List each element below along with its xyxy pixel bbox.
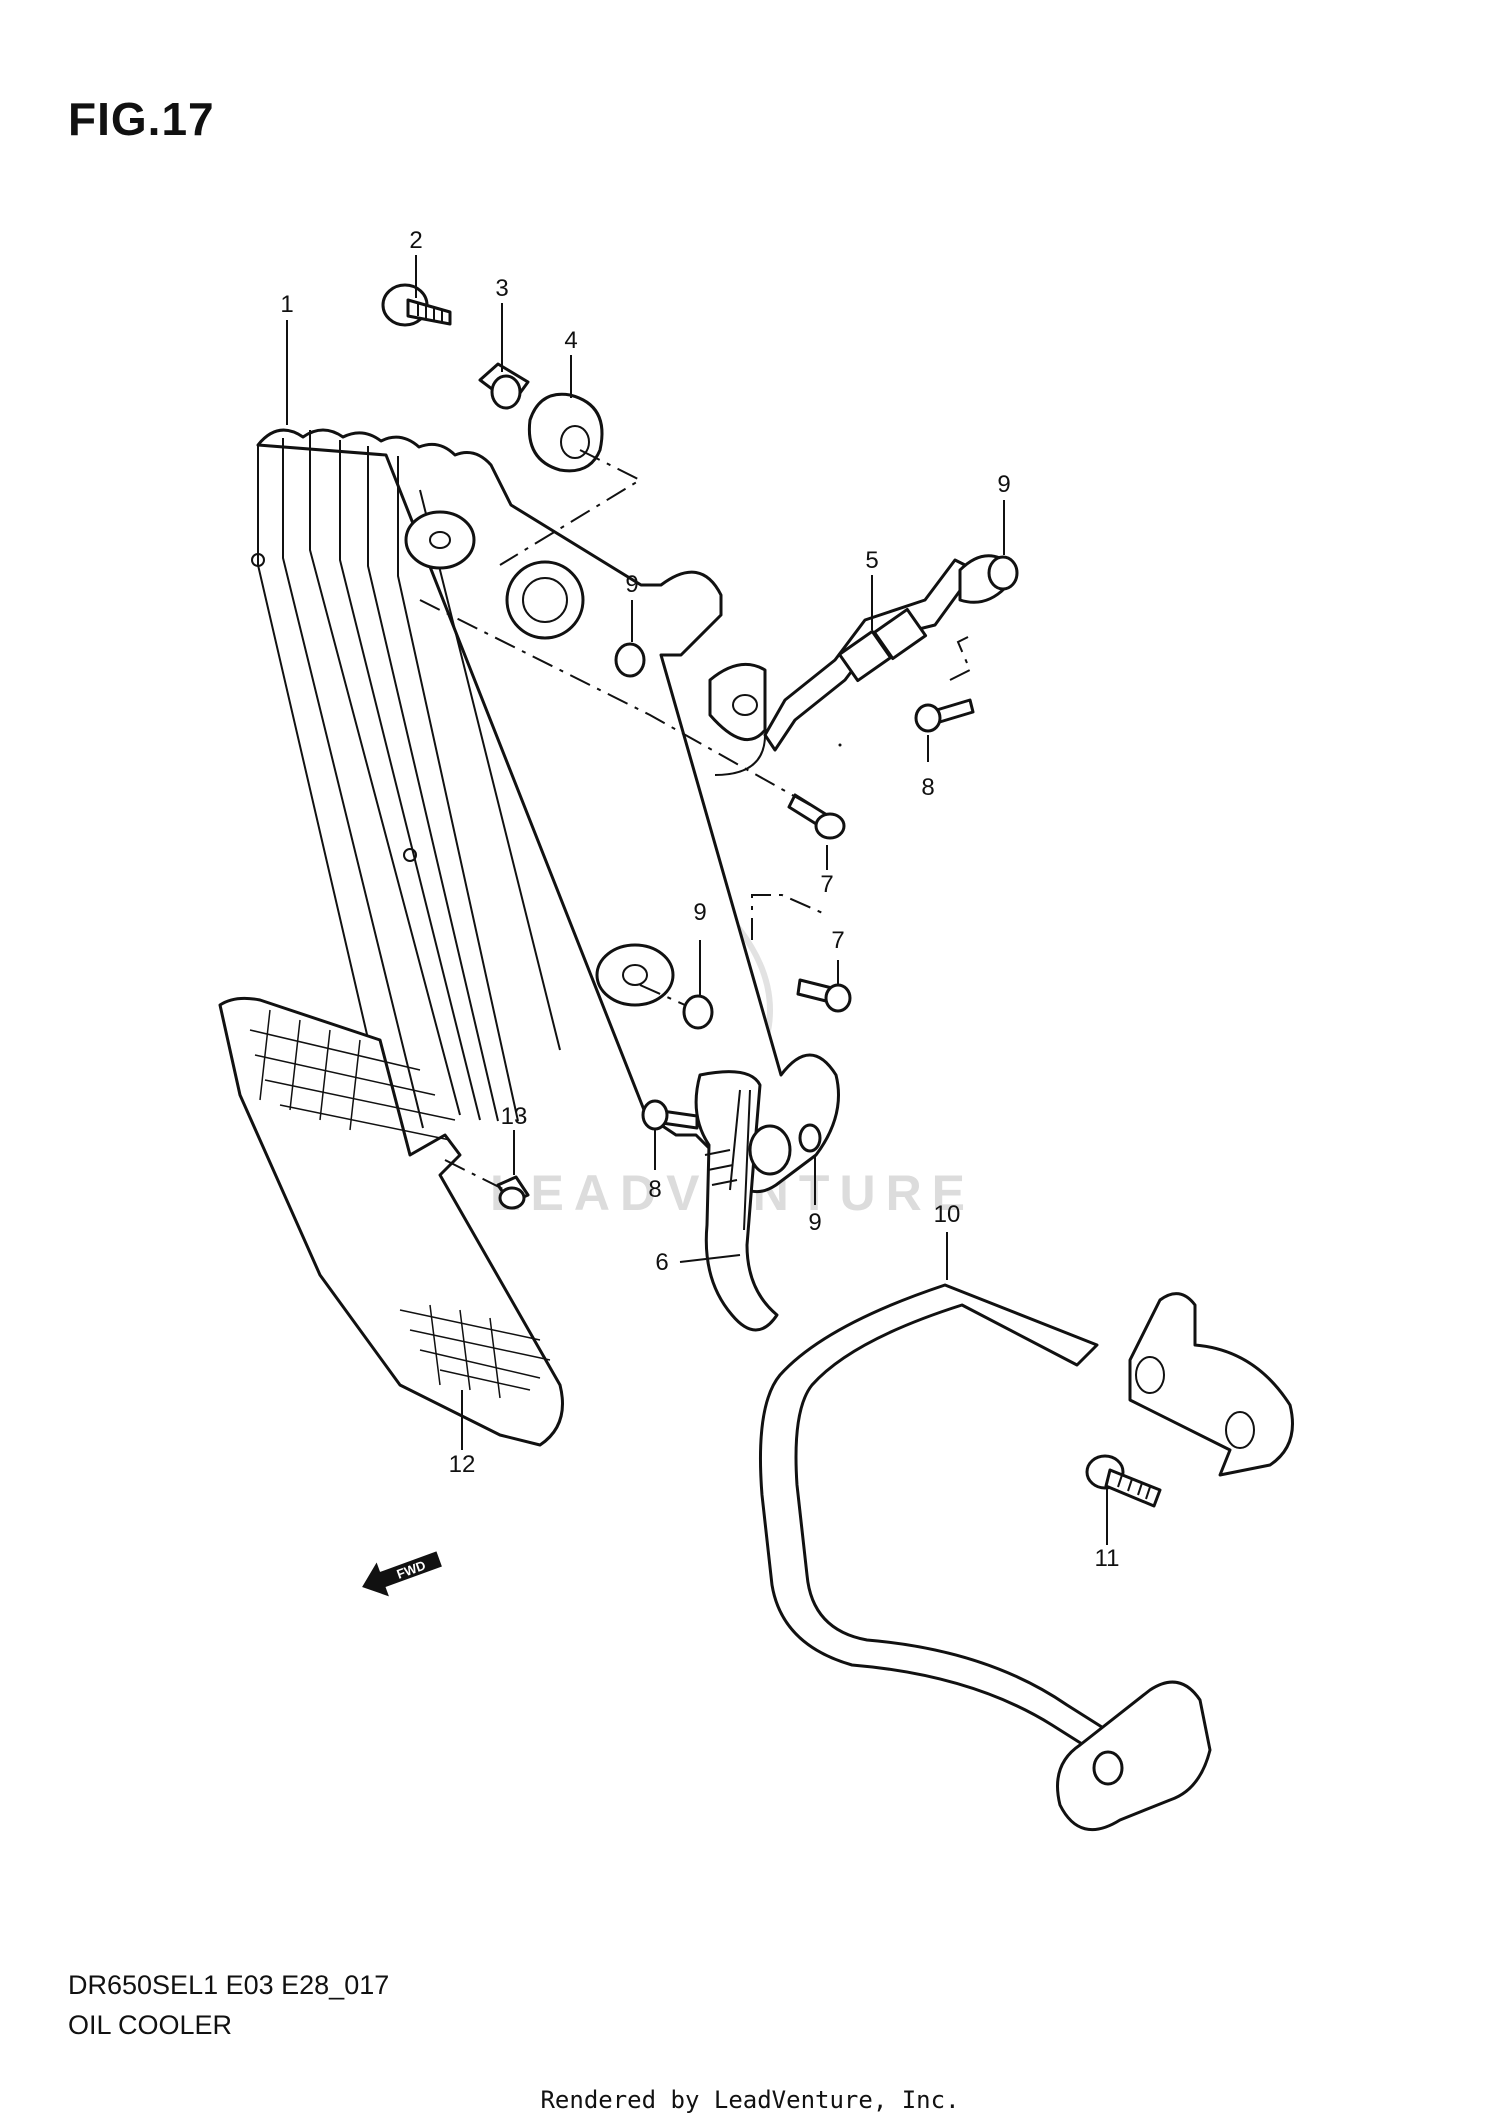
center-line-hose-upper (419, 599, 811, 806)
callout-9-c: 9 (693, 899, 706, 926)
rendered-by-credit: Rendered by LeadVenture, Inc. (540, 2086, 960, 2114)
callout-8-a: 8 (921, 774, 934, 801)
fwd-arrow-label: FWD (395, 1558, 428, 1582)
o-ring-part-9-d (798, 1123, 822, 1153)
collar-part-3 (478, 362, 530, 410)
callout-11: 11 (1095, 1545, 1120, 1572)
bolt-part-7-lower (796, 978, 852, 1013)
bolt-part-8-lower (641, 1099, 699, 1131)
center-line-pipe (639, 894, 828, 1006)
center-line-guard (444, 1159, 506, 1191)
callout-6: 6 (655, 1249, 668, 1276)
o-ring-part-9-a (987, 555, 1019, 591)
callout-5: 5 (865, 547, 878, 574)
callout-1: 1 (280, 291, 293, 318)
callout-13: 13 (501, 1103, 528, 1130)
fwd-arrow-icon: FWD (362, 1551, 442, 1597)
oil-hose-part-5 (708, 554, 1007, 776)
callout-12: 12 (449, 1451, 476, 1478)
callout-7-b: 7 (831, 927, 844, 954)
o-ring-part-9-c (682, 994, 714, 1030)
figure-title: FIG.17 (68, 93, 215, 145)
bolt-part-7-upper (787, 793, 846, 840)
leader-lines (286, 255, 1108, 1545)
o-ring-part-9-b (614, 642, 646, 678)
bolt-part-13 (496, 1175, 530, 1210)
callout-9-a: 9 (997, 471, 1010, 498)
model-code: DR650SEL1 E03 E28_017 (68, 1970, 390, 2000)
oil-pipe-part-6 (694, 1070, 792, 1332)
callout-4: 4 (564, 327, 577, 354)
grommet-part-4 (527, 392, 604, 473)
callout-8-b: 8 (648, 1176, 661, 1203)
bolt-part-8-upper (914, 698, 975, 733)
guard-bar-part-10 (759, 1283, 1294, 1832)
center-line-hose-fitting (949, 635, 972, 681)
center-line-grommet (499, 449, 643, 566)
callout-7-a: 7 (820, 871, 833, 898)
radiator-guard-part-12 (218, 996, 564, 1447)
callout-9-d: 9 (808, 1209, 821, 1236)
flange-bolt-part-11 (1085, 1454, 1162, 1508)
assembly-name: OIL COOLER (68, 2010, 233, 2040)
callout-9-b: 9 (625, 571, 638, 598)
callout-10: 10 (934, 1201, 961, 1228)
callout-2: 2 (409, 227, 422, 254)
callout-3: 3 (495, 275, 508, 302)
